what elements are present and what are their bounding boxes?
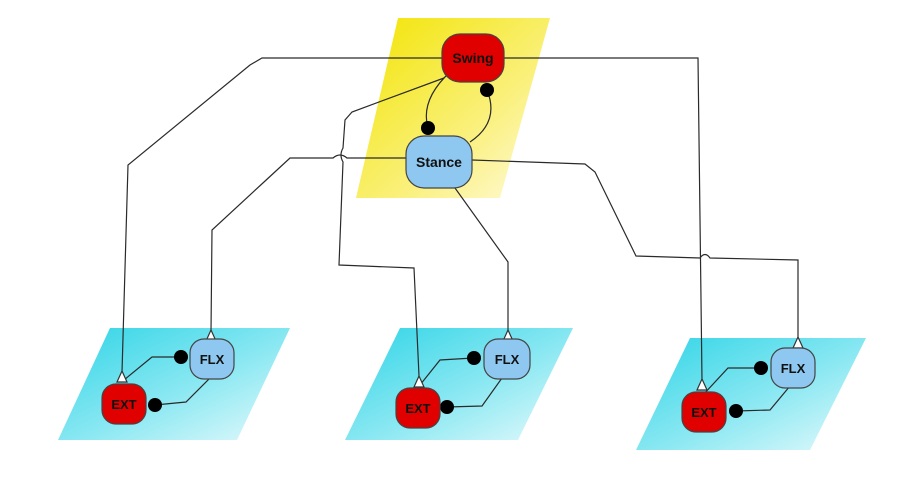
- excitatory-synapse-ext-2: [413, 374, 425, 388]
- inhibitory-synapse-stance: [421, 121, 435, 135]
- wire-ext2-flx2: [415, 357, 474, 391]
- flx-node-1-label: FLX: [200, 352, 225, 367]
- stance-node: Stance: [405, 135, 473, 189]
- flx-node-3-label: FLX: [781, 361, 806, 376]
- wire-flx3-ext3: [735, 385, 791, 412]
- excitatory-synapse-ext-1: [116, 369, 128, 383]
- wire-stance-flx-3: [471, 159, 799, 338]
- swing-node-label: Swing: [452, 50, 493, 66]
- flx-node-3-shape: [770, 347, 816, 389]
- inhibitory-synapse-flx-3: [754, 361, 768, 375]
- stance-node-shape: [405, 135, 473, 189]
- module-2: FLX EXT: [395, 338, 531, 429]
- ext-node-1-shape: [101, 383, 147, 425]
- ext-node-3-shape: [681, 391, 727, 433]
- wire-swing-ext-3: [504, 57, 703, 381]
- flx-node-2-label: FLX: [495, 352, 520, 367]
- swing-node: Swing: [441, 33, 505, 83]
- connection-wires: [121, 57, 799, 412]
- wire-stance-flx-2: [454, 187, 509, 332]
- wire-flx1-ext1: [154, 377, 211, 406]
- ext-node-2-label: EXT: [405, 401, 430, 416]
- inhibitory-synapse-ext-1: [148, 398, 162, 412]
- flx-node-1-shape: [189, 338, 235, 380]
- wire-flx2-ext2: [446, 377, 503, 408]
- bottom-plane-1: [58, 328, 290, 440]
- wire-stance-flx-1: [210, 154, 406, 333]
- inhibitory-synapse-flx-2: [467, 351, 481, 365]
- ext-node-1-label: EXT: [111, 397, 136, 412]
- module-1: FLX EXT: [101, 338, 235, 425]
- inhibitory-synapse-ext-2: [440, 400, 454, 414]
- wire-ext1-flx1: [123, 356, 180, 381]
- stance-node-label: Stance: [416, 154, 462, 170]
- wire-ext3-flx3: [701, 367, 760, 397]
- bottom-plane-3: [636, 338, 866, 450]
- excitatory-synapse-ext-3: [696, 377, 708, 391]
- bottom-plane-2: [345, 328, 573, 440]
- flx-node-2-shape: [483, 338, 531, 380]
- swing-node-shape: [441, 33, 505, 83]
- inhibitory-synapse-ext-3: [729, 404, 743, 418]
- ext-node-3-label: EXT: [691, 405, 716, 420]
- inhibitory-synapse-flx-1: [174, 350, 188, 364]
- wire-swing-ext-1: [121, 57, 442, 373]
- inhibitory-synapse-swing: [480, 83, 494, 97]
- module-3: FLX EXT: [681, 347, 816, 433]
- ext-node-2-shape: [395, 387, 441, 429]
